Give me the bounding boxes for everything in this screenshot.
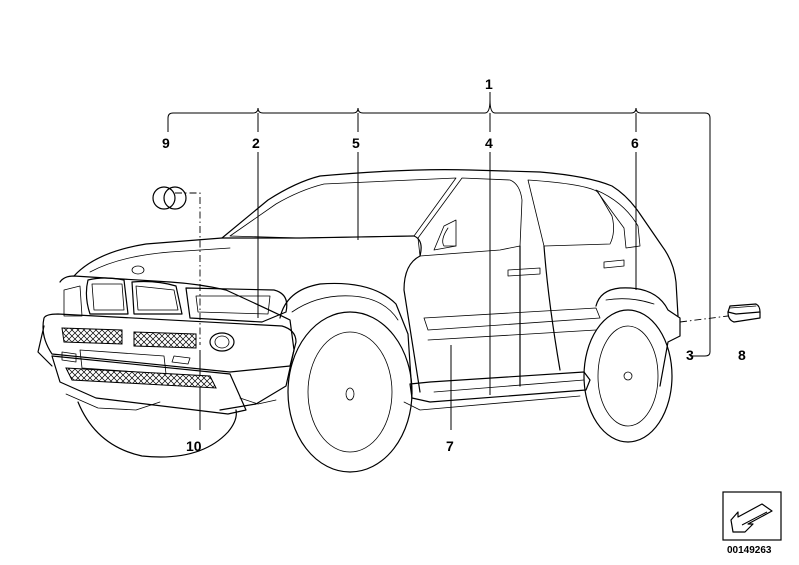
ring-part-9 (152, 186, 187, 210)
callout-9: 9 (162, 135, 170, 151)
callout-6: 6 (631, 135, 639, 151)
callout-4: 4 (485, 135, 493, 151)
callout-10: 10 (186, 438, 202, 454)
callout-5: 5 (352, 135, 360, 151)
callout-8: 8 (738, 347, 746, 363)
arrow-icon[interactable] (722, 491, 782, 541)
callout-3: 3 (686, 347, 694, 363)
part-number: 00149263 (727, 545, 772, 556)
callout-1: 1 (485, 76, 493, 92)
callout-2: 2 (252, 135, 260, 151)
emblem-part-8 (727, 303, 761, 323)
callout-labels: 1 9 2 5 4 6 3 8 7 10 (162, 76, 746, 454)
callout-7: 7 (446, 438, 454, 454)
leader-lines (167, 92, 729, 430)
vehicle-illustration (37, 169, 681, 473)
